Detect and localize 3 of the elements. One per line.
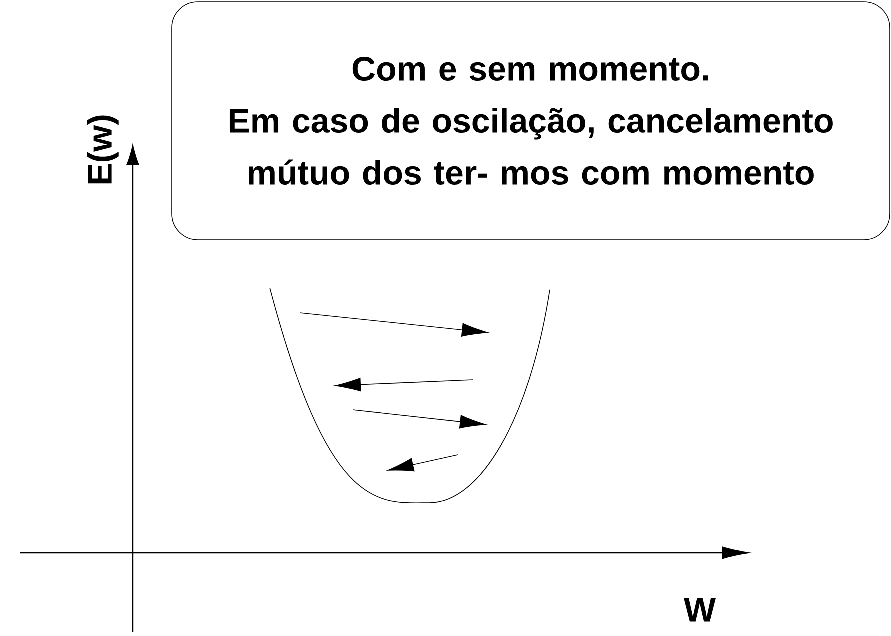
text-box: Com e sem momento. Em caso de oscilação, cancelamento mútuo dos ter- mos com momento xyxy=(172,2,890,240)
axis-label: E(w) xyxy=(87,116,119,184)
axis-label: W xyxy=(684,598,716,622)
